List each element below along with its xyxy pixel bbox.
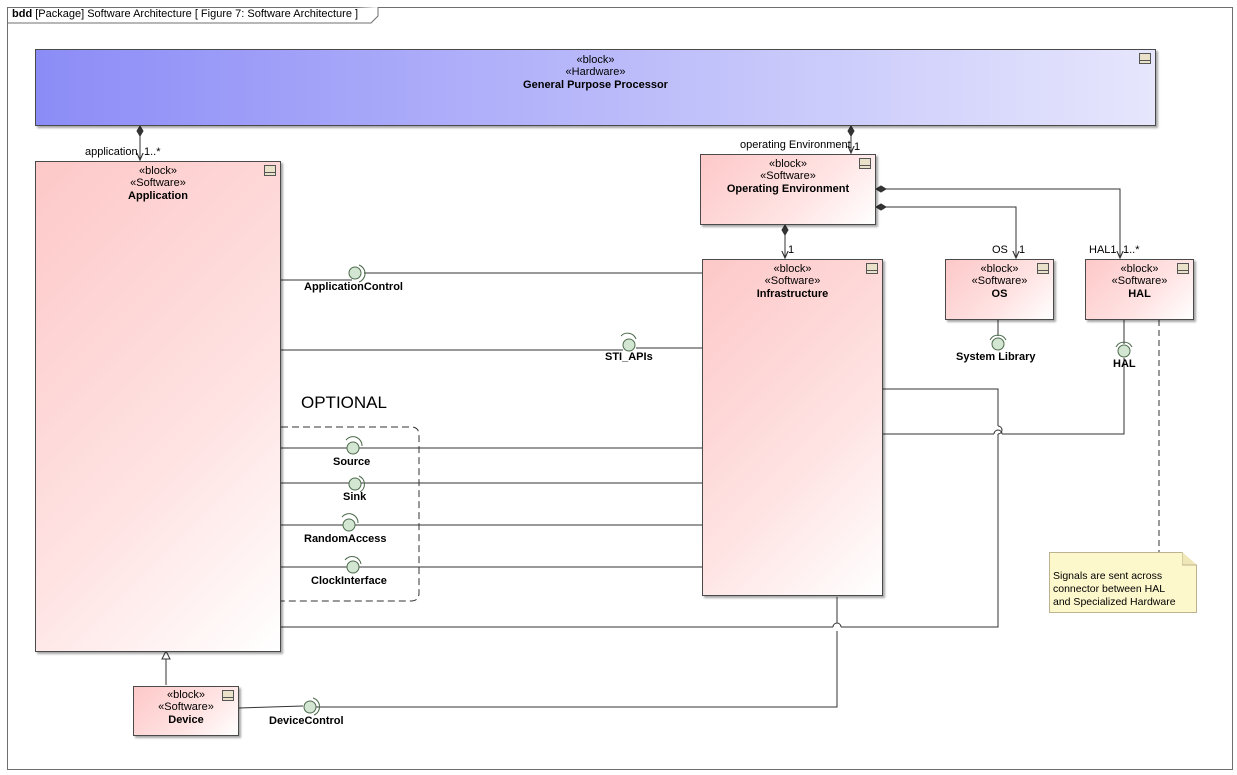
block-compartment-icon <box>264 165 276 176</box>
block-name: General Purpose Processor <box>523 79 668 91</box>
conn-infra-hal-right <box>1002 358 1125 435</box>
diamond-gpp-openv <box>847 125 855 137</box>
mult-hal: 1..* <box>1123 244 1140 256</box>
block-compartment-icon <box>222 690 234 701</box>
block-name: HAL <box>1128 288 1151 300</box>
stereotype-block: «block» <box>167 689 205 701</box>
interface-source <box>345 436 363 455</box>
block-device[interactable]: «block» «Software» Device <box>133 686 239 736</box>
mult-os: 1 <box>1019 244 1026 256</box>
label-randomaccess: RandomAccess <box>304 533 387 545</box>
block-compartment-icon <box>1177 263 1189 274</box>
label-applicationcontrol: ApplicationControl <box>304 281 403 293</box>
block-compartment-icon <box>859 158 871 169</box>
role-operating-environment: operating Environment <box>740 139 851 151</box>
label-systemlibrary: System Library <box>956 351 1036 363</box>
interface-clockinterface <box>344 556 362 574</box>
frame-title: bdd [Package] Software Architecture [ Fi… <box>12 8 358 20</box>
interface-systemlibrary <box>989 334 1007 351</box>
label-stiapis: STI_APIs <box>605 351 653 363</box>
optional-label: OPTIONAL <box>301 393 387 412</box>
label-source: Source <box>333 456 371 468</box>
frame-tab-outline <box>7 7 379 24</box>
note-fold-icon <box>1182 552 1197 566</box>
block-application[interactable]: «block» «Software» Application <box>35 161 281 652</box>
conn-infra-syslib <box>883 388 999 426</box>
frame-kind: bdd <box>12 8 33 20</box>
block-infrastructure[interactable]: «block» «Software» Infrastructure <box>702 259 883 596</box>
block-os[interactable]: «block» «Software» OS <box>945 259 1054 320</box>
conn-device-devicecontrol <box>238 705 304 709</box>
interface-randomaccess <box>341 513 359 532</box>
stereotype-software: «Software» <box>971 275 1028 287</box>
block-hal[interactable]: «block» «Software» HAL <box>1085 259 1194 320</box>
hop-syslib <box>997 425 1003 435</box>
interface-sink <box>348 475 365 493</box>
block-name: Operating Environment <box>726 183 850 195</box>
diamond-openv-os <box>875 203 887 211</box>
block-general-purpose-processor[interactable]: «block» «Hardware» General Purpose Proce… <box>35 49 1156 126</box>
label-hal-interface: HAL <box>1113 358 1136 370</box>
block-operating-environment[interactable]: «block» «Software» Operating Environment <box>700 154 876 225</box>
role-application: application <box>85 146 138 158</box>
hop-hal <box>993 429 1003 435</box>
label-sink: Sink <box>343 491 367 503</box>
block-compartment-icon <box>866 263 878 274</box>
stereotype-software: «Software» <box>130 177 186 189</box>
stereotype-block: «block» <box>769 158 807 170</box>
diamond-gpp-application <box>136 125 144 137</box>
note[interactable]: Signals are sent across connector betwee… <box>1049 552 1197 613</box>
block-name: Infrastructure <box>756 288 829 300</box>
composition-openv-os <box>886 206 1016 258</box>
mult-infrastructure: 1 <box>788 244 795 256</box>
role-os: OS <box>992 244 1008 256</box>
block-name: Application <box>128 190 188 202</box>
block-compartment-icon <box>1037 263 1049 274</box>
label-devicecontrol: DeviceControl <box>269 715 344 727</box>
frame-label-text: [Package] Software Architecture [ Figure… <box>35 8 359 20</box>
diamond-openv-infra <box>781 224 789 236</box>
stereotype-software: «Software» <box>1111 275 1168 287</box>
stereotype-block: «block» <box>139 165 177 177</box>
stereotype-software: «Software» <box>760 170 816 182</box>
stereotype-hardware: «Hardware» <box>565 66 626 78</box>
optional-region <box>281 426 420 602</box>
stereotype-software: «Software» <box>764 275 821 287</box>
block-compartment-icon <box>1139 53 1151 64</box>
interface-applicationcontrol <box>348 264 366 283</box>
stereotype-block: «block» <box>1120 263 1159 275</box>
role-hal: HAL1 <box>1089 244 1117 256</box>
block-name: Device <box>168 714 204 726</box>
composition-openv-hal <box>886 188 1120 258</box>
note-line: connector between HAL <box>1053 583 1166 595</box>
interface-hal <box>1115 341 1133 358</box>
stereotype-block: «block» <box>980 263 1019 275</box>
diamond-openv-hal <box>875 185 887 193</box>
mult-application: 1..* <box>144 146 161 158</box>
note-line: and Specialized Hardware <box>1053 596 1176 608</box>
diagram-frame <box>7 7 1233 770</box>
mult-operating-environment: 1 <box>854 141 861 153</box>
note-line: Signals are sent across <box>1053 570 1163 582</box>
stereotype-software: «Software» <box>158 701 214 713</box>
generalization-triangle <box>161 649 171 660</box>
conn-syslib-app-right <box>841 434 999 628</box>
label-clockinterface: ClockInterface <box>311 575 387 587</box>
interface-stiapis <box>620 332 637 352</box>
conn-devicecontrol-infra <box>316 631 838 708</box>
block-name: OS <box>991 288 1008 300</box>
stereotype-block: «block» <box>773 263 812 275</box>
hop-app-line <box>832 622 842 628</box>
stereotype-block: «block» <box>576 54 615 66</box>
interface-devicecontrol <box>303 697 321 716</box>
